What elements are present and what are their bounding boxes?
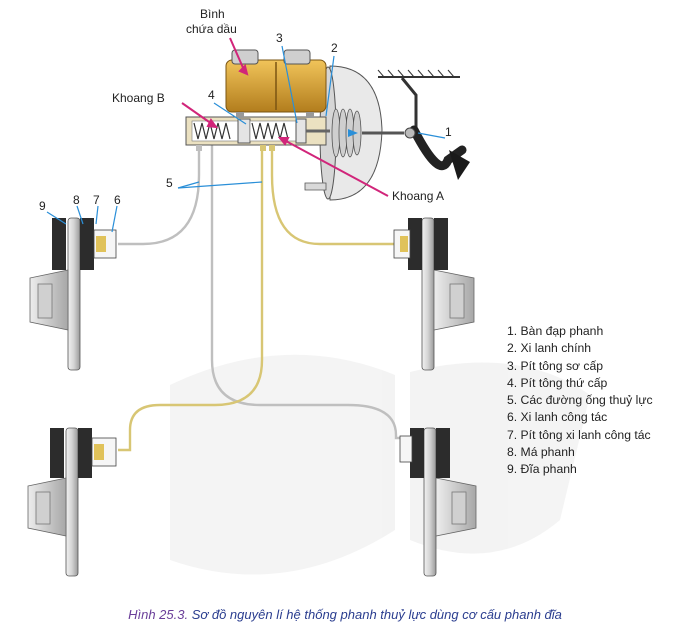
gray-line-front-right [210, 142, 408, 440]
reservoir-label-line1: Bình [200, 7, 225, 21]
brake-pedal [377, 69, 470, 180]
callout-3: 3 [276, 31, 283, 45]
master-cylinder [185, 116, 330, 151]
legend-item: 4. Pít tông thứ cấp [507, 375, 608, 390]
figure-caption: Hình 25.3. Sơ đồ nguyên lí hệ thống phan… [0, 607, 690, 622]
watermark-logo [170, 354, 590, 575]
callout-5: 5 [166, 176, 173, 190]
figure-number: Hình 25.3. [128, 607, 189, 622]
chamber-b-label: Khoang B [112, 91, 165, 105]
legend-item: 8. Má phanh [507, 445, 575, 460]
callout-1: 1 [445, 125, 452, 139]
legend-item: 3. Pít tông sơ cấp [507, 358, 604, 373]
callout-4: 4 [208, 88, 215, 102]
yellow-line-front-left [118, 142, 264, 452]
brake-unit-top-left [29, 217, 117, 371]
hydraulic-lines [118, 142, 408, 452]
callout-2: 2 [331, 41, 338, 55]
brake-unit-bottom-right [399, 427, 477, 577]
legend-item: 1. Bàn đạp phanh [507, 324, 604, 338]
leader-lines [46, 45, 446, 233]
reservoir-label-line2: chứa dầu [186, 22, 237, 36]
callout-7: 7 [93, 193, 100, 207]
legend-item: 5. Các đường ống thuỷ lực [507, 393, 653, 408]
gray-line-rear-left [118, 142, 201, 246]
legend-item: 9. Đĩa phanh [507, 462, 577, 477]
callout-6: 6 [114, 193, 121, 207]
fluid-reservoir [225, 49, 327, 118]
pointer-arrows [181, 37, 389, 197]
legend-list: 1. Bàn đạp phanh 2. Xi lanh chính 3. Pít… [507, 323, 653, 479]
yellow-line-rear-right [270, 142, 398, 246]
chamber-a-label: Khoang A [392, 189, 445, 203]
legend-item: 6. Xi lanh công tác [507, 410, 608, 425]
figure-caption-text: Sơ đồ nguyên lí hệ thống phanh thuỷ lực … [191, 607, 562, 622]
legend-item: 7. Pít tông xi lanh công tác [507, 427, 651, 442]
brake-unit-bottom-left [27, 427, 117, 577]
callout-9: 9 [39, 199, 46, 213]
callout-8: 8 [73, 193, 80, 207]
brake-unit-top-right [393, 217, 475, 371]
legend-item: 2. Xi lanh chính [507, 341, 592, 356]
